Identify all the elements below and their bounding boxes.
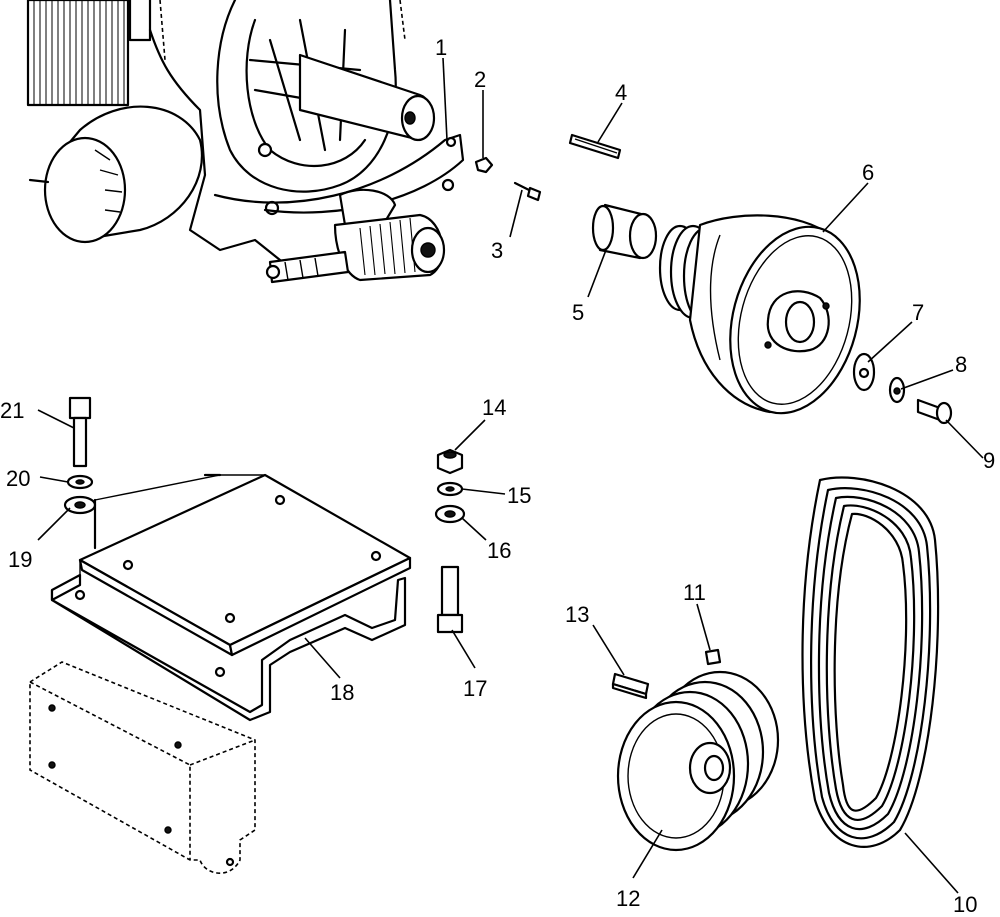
leader-8 xyxy=(900,369,954,390)
part-18-mount-plate xyxy=(50,473,412,722)
frame-base xyxy=(29,661,256,874)
callout-9: 9 xyxy=(983,448,995,473)
leader-11 xyxy=(696,603,711,651)
leader-20 xyxy=(39,476,69,483)
callout-18: 18 xyxy=(330,680,354,705)
part-20-lock-washer xyxy=(66,474,94,490)
part-8-lock-washer xyxy=(888,376,906,404)
callout-8: 8 xyxy=(955,352,967,377)
part-16-flat-washer xyxy=(434,504,466,524)
leader-10 xyxy=(904,832,959,894)
part-11-set-screw xyxy=(704,648,722,666)
part-13-key xyxy=(611,672,650,700)
leader-4 xyxy=(597,102,623,143)
leader-21 xyxy=(37,409,75,429)
callout-12: 12 xyxy=(616,886,640,911)
callout-17: 17 xyxy=(463,676,487,701)
part-7-washer xyxy=(852,352,876,392)
engine-assembly xyxy=(26,0,465,284)
callout-19: 19 xyxy=(8,547,32,572)
leader-14 xyxy=(454,419,486,451)
callout-5: 5 xyxy=(572,300,584,325)
leader-19 xyxy=(37,507,71,541)
callout-10: 10 xyxy=(953,892,977,917)
leader-18 xyxy=(304,637,341,679)
callout-2: 2 xyxy=(474,67,486,92)
part-3-bolt xyxy=(513,181,542,202)
callout-11: 11 xyxy=(683,580,706,605)
callout-20: 20 xyxy=(6,466,30,491)
part-15-lock-washer xyxy=(436,481,464,497)
callout-labels: 1 2 3 4 5 6 7 8 9 10 11 12 13 14 15 16 1… xyxy=(0,35,995,917)
callout-14: 14 xyxy=(482,395,506,420)
leader-7 xyxy=(867,321,913,363)
leader-3 xyxy=(509,189,523,238)
engine-fins xyxy=(26,0,130,107)
callout-7: 7 xyxy=(912,300,924,325)
part-21-bolt xyxy=(68,396,92,468)
part-19-flat-washer xyxy=(63,495,97,515)
callout-13: 13 xyxy=(565,602,589,627)
part-6-clutch-pulley xyxy=(658,214,861,415)
leader-9 xyxy=(945,419,984,459)
leader-6 xyxy=(822,182,869,233)
leader-13 xyxy=(592,624,625,676)
leader-16 xyxy=(461,517,487,541)
leader-12 xyxy=(632,829,663,879)
part-2-lock-washer xyxy=(474,156,494,174)
callout-3: 3 xyxy=(491,238,503,263)
part-4-key xyxy=(568,133,622,160)
callout-16: 16 xyxy=(487,538,511,563)
part-14-nut xyxy=(436,448,464,475)
leader-17 xyxy=(451,629,476,669)
leader-5 xyxy=(587,249,607,298)
callout-4: 4 xyxy=(615,80,627,105)
leader-lines xyxy=(37,57,984,894)
part-12-pulley xyxy=(616,670,780,852)
leader-1 xyxy=(442,57,448,141)
part-5-bushing xyxy=(591,203,658,260)
part-10-v-belt xyxy=(801,476,940,848)
part-17-stud xyxy=(436,565,464,634)
leader-15 xyxy=(461,488,506,495)
callout-6: 6 xyxy=(862,160,874,185)
callout-15: 15 xyxy=(507,483,531,508)
callout-21: 21 xyxy=(0,398,24,423)
callout-1: 1 xyxy=(435,35,447,60)
part-9-bolt xyxy=(916,398,953,425)
